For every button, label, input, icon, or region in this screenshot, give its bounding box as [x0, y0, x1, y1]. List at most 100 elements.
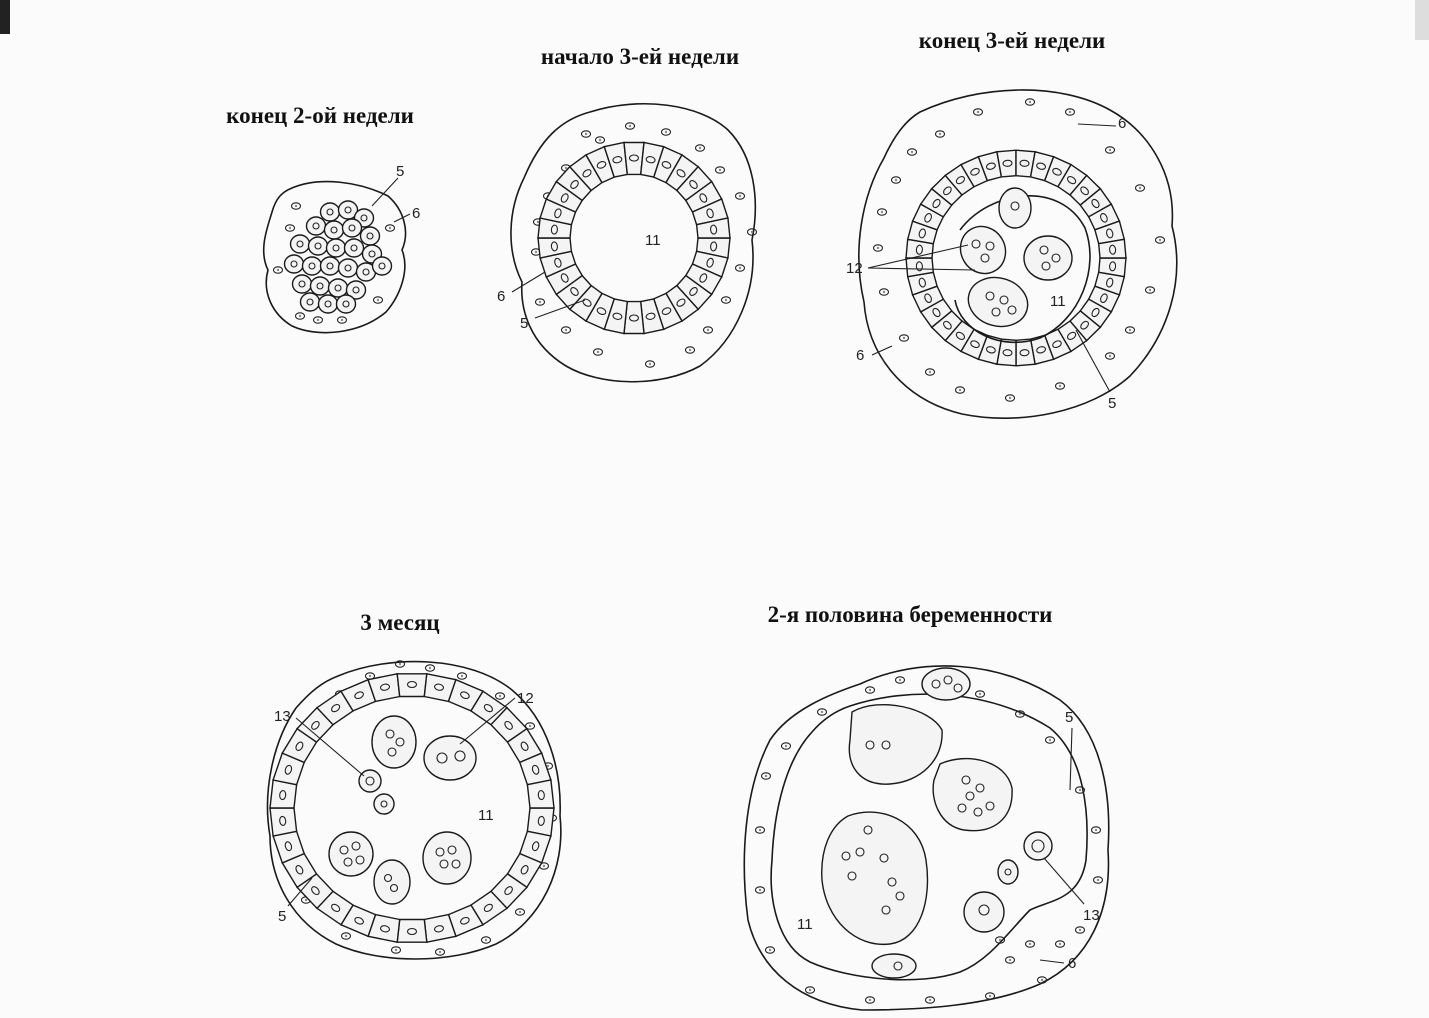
theca-cell-nucleus — [494, 692, 506, 700]
label-12: 12 — [517, 690, 534, 707]
theca-cell-nucleus — [1054, 940, 1066, 948]
granulosa-cell — [345, 280, 367, 300]
cell-nucleus — [1002, 349, 1013, 357]
cell-nucleus — [295, 741, 304, 752]
leader-line — [1039, 959, 1065, 964]
theca-cell-nucleus — [804, 986, 816, 994]
label-6: 6 — [412, 205, 420, 222]
cell-nucleus — [311, 720, 320, 730]
label-5: 5 — [1065, 709, 1073, 726]
granulosa-inner-outline — [770, 693, 1088, 981]
theca-cell-nucleus — [1064, 108, 1076, 116]
theca-cell-nucleus — [714, 166, 726, 174]
cell-nucleus — [531, 841, 540, 852]
granulosa-cell — [396, 918, 428, 943]
cell-nucleus — [970, 340, 980, 349]
cell-nucleus — [661, 161, 672, 169]
cell-nucleus — [1091, 198, 1100, 209]
cell-nucleus — [316, 282, 324, 290]
cell-nucleus — [378, 262, 386, 270]
cell-nucleus — [1106, 277, 1114, 288]
cell-nucleus — [570, 287, 579, 296]
theca-cell-nucleus — [434, 948, 446, 956]
cell-nucleus — [676, 169, 686, 178]
granulosa-cell — [269, 807, 298, 837]
cell-nucleus — [460, 691, 470, 700]
theca-cell-nucleus — [984, 992, 996, 1000]
theca-cell-nucleus — [1054, 382, 1066, 390]
cell-nucleus — [360, 214, 368, 222]
theca-cell-nucleus — [924, 996, 936, 1004]
cell-nucleus — [306, 298, 314, 306]
cell-nucleus — [296, 240, 304, 248]
theca-cell-nucleus — [746, 228, 758, 236]
granulosa-cell — [309, 276, 331, 296]
cell-nucleus — [348, 224, 356, 232]
theca-cell-nucleus — [336, 316, 348, 324]
cell-nucleus — [932, 307, 941, 318]
cell-nucleus — [924, 212, 932, 223]
granulosa-cell — [289, 234, 311, 254]
theca-cell-nucleus — [1074, 926, 1086, 934]
leader-line — [1043, 857, 1085, 905]
theca-cell-nucleus — [876, 208, 888, 216]
theca-cell-nucleus — [390, 946, 402, 954]
cell-nucleus — [537, 790, 545, 801]
theca-cell-nucleus — [1004, 956, 1016, 964]
cell-nucleus — [1036, 346, 1047, 354]
leader-line — [871, 345, 893, 356]
granulosa-cell-cluster — [967, 276, 1029, 328]
cell-nucleus — [1052, 340, 1062, 349]
theca-cell-nucleus — [560, 326, 572, 334]
granulosa-cell-cluster — [963, 891, 1005, 933]
theca-cell-nucleus — [1144, 286, 1156, 294]
cell-nucleus — [284, 764, 293, 775]
cell-nucleus — [1019, 159, 1030, 167]
granulosa-cell-cluster — [821, 811, 929, 946]
cell-nucleus — [350, 244, 358, 252]
cell-nucleus — [279, 815, 287, 826]
label-6: 6 — [856, 347, 864, 364]
theca-cell-nucleus — [760, 772, 772, 780]
cell-nucleus — [284, 841, 293, 852]
theca-cell-nucleus — [1090, 826, 1102, 834]
cell-nucleus — [1091, 307, 1100, 318]
theca-cell-nucleus — [1024, 98, 1036, 106]
theca-cell-nucleus — [1134, 184, 1146, 192]
granulosa-cell — [1097, 238, 1127, 259]
cell-nucleus — [531, 764, 540, 775]
granulosa-cell-cluster — [848, 704, 943, 785]
cell-nucleus — [434, 683, 444, 691]
theca-cell-nucleus — [394, 660, 406, 668]
cell-nucleus — [406, 927, 418, 936]
stage-end-week-2: конец 2-ой недели 5 6 — [226, 103, 420, 334]
stage-second-half-pregnancy: 2-я половина беременности 5 11 13 6 — [743, 602, 1110, 1011]
theca-cell-nucleus — [898, 334, 910, 342]
theca-cell-nucleus — [1104, 146, 1116, 154]
label-5: 5 — [278, 908, 286, 925]
leader-line — [534, 299, 586, 319]
cell-nucleus — [699, 273, 708, 283]
cell-nucleus — [1080, 186, 1089, 196]
stage-end-week-3: конец 3-ей недели 6 12 11 6 5 — [846, 28, 1178, 419]
theca-cell-nucleus — [1044, 736, 1056, 744]
cell-nucleus — [710, 224, 718, 235]
theca-cell-nucleus — [1036, 976, 1048, 984]
granulosa-cell-cluster — [371, 715, 417, 769]
cell-nucleus — [628, 154, 640, 162]
label-5: 5 — [520, 315, 528, 332]
theca-cell-nucleus — [906, 148, 918, 156]
theca-cell-nucleus — [924, 368, 936, 376]
theca-cell-nucleus — [974, 690, 986, 698]
theca-cell-nucleus — [734, 264, 746, 272]
cell-nucleus — [352, 286, 360, 294]
leader-line — [371, 177, 399, 207]
granulosa-cell-cluster — [328, 831, 374, 877]
theca-cell-nucleus — [1154, 236, 1166, 244]
cell-nucleus — [915, 244, 923, 255]
granulosa-cell-cluster — [997, 859, 1019, 885]
granulosa-cell — [325, 238, 347, 258]
label-11: 11 — [1050, 293, 1066, 310]
theca-cell-nucleus — [1014, 710, 1026, 718]
cell-nucleus — [560, 193, 569, 203]
